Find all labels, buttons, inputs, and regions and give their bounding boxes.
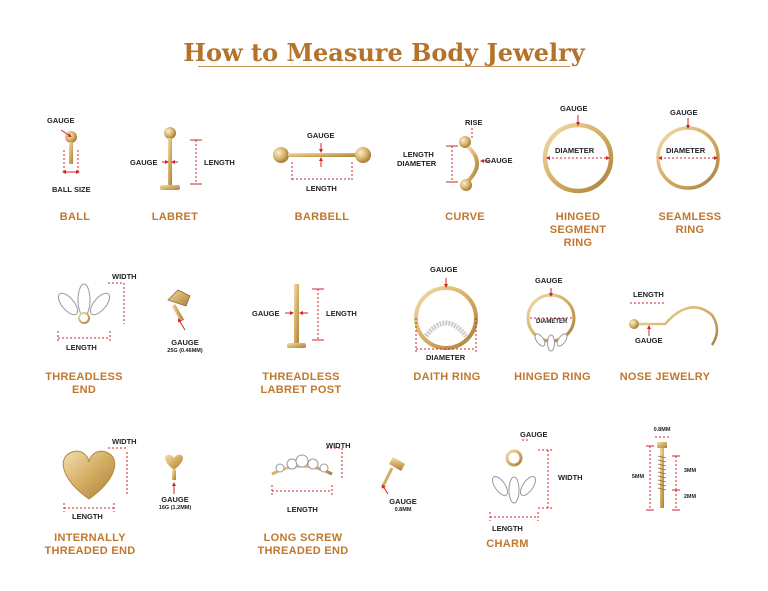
caption-internally-threaded-end: INTERNALLY THREADED END [44, 532, 136, 557]
hinged-segment-ring-diameter-label: DIAMETER [555, 146, 595, 155]
threadless-end-gauge-label: GAUGE [171, 338, 199, 347]
seamless-ring-gauge-label: GAUGE [670, 108, 698, 117]
caption-curve: CURVE [445, 211, 485, 223]
hinged-ring-gauge-label: GAUGE [535, 276, 563, 285]
long-screw-threaded-end-gauge-label: GAUGE [389, 497, 417, 506]
daith-ring-illustration [414, 278, 478, 352]
title-underline [198, 66, 570, 67]
caption-charm: CHARM [486, 538, 529, 550]
curve-length-label: LENGTH [403, 150, 434, 159]
hinged-segment-ring-illustration [542, 115, 614, 194]
internally-threaded-end-illustration [62, 447, 183, 512]
threadless-end-length-label: LENGTH [66, 343, 97, 352]
hinged-segment-ring-gauge-label: GAUGE [560, 104, 588, 113]
threadless-end-illustration [57, 282, 191, 343]
caption-hinged-ring: HINGED RING [514, 371, 591, 383]
page-title: How to Measure Body Jewelry [183, 38, 585, 67]
charm-width-label: WIDTH [558, 473, 583, 482]
seamless-ring-diameter-label: DIAMETER [666, 146, 706, 155]
long-screw-threaded-end-width-label: WIDTH [326, 441, 351, 450]
barbell-illustration [273, 143, 371, 182]
caption-ball: BALL [59, 211, 91, 223]
threadless-labret-post-illustration [285, 284, 324, 348]
caption-labret: LABRET [151, 211, 199, 223]
labret-illustration [160, 127, 202, 190]
caption-hinged-segment-ring: HINGED SEGMENT RING [549, 211, 607, 249]
seamless-ring-illustration [656, 118, 720, 190]
screw-post-lower-label: 2MM [683, 494, 697, 500]
curve-gauge-label: GAUGE [485, 156, 513, 165]
internally-threaded-end-gauge-label: GAUGE [161, 495, 189, 504]
caption-seamless-ring: SEAMLESS RING [658, 211, 722, 236]
screw-post-illustration [646, 436, 680, 511]
threadless-labret-post-length-label: LENGTH [326, 309, 357, 318]
charm-gauge-label: GAUGE [520, 430, 548, 439]
labret-length-label: LENGTH [204, 158, 235, 167]
internally-threaded-end-length-label: LENGTH [72, 512, 103, 521]
curve-illustration [446, 128, 490, 191]
threadless-labret-post-gauge-label: GAUGE [252, 309, 280, 318]
curve-diameter-label: DIAMETER [397, 159, 437, 168]
ball-gauge-label: GAUGE [47, 116, 75, 125]
caption-nose-jewelry: NOSE JEWELRY [619, 371, 711, 383]
charm-illustration [489, 439, 554, 521]
daith-ring-diameter-label: DIAMETER [426, 353, 466, 362]
caption-threadless-end: THREADLESS END [45, 371, 123, 396]
nose-jewelry-length-label: LENGTH [633, 290, 664, 299]
ball-illustration [60, 129, 80, 174]
nose-jewelry-gauge-label: GAUGE [635, 336, 663, 345]
daith-ring-gauge-label: GAUGE [430, 265, 458, 274]
caption-barbell: BARBELL [294, 211, 350, 223]
screw-post-top-label: 0.8MM [653, 427, 671, 433]
barbell-gauge-label: GAUGE [307, 131, 335, 140]
internally-threaded-end-width-label: WIDTH [112, 437, 137, 446]
caption-threadless-labret-post: THREADLESS LABRET POST [260, 371, 342, 396]
long-screw-threaded-end-illustration [271, 447, 406, 495]
hinged-ring-illustration [526, 288, 576, 352]
long-screw-threaded-end-length-label: LENGTH [287, 505, 318, 514]
nose-jewelry-illustration [629, 302, 719, 346]
screw-post-upper-label: 3MM [683, 468, 697, 474]
threadless-end-width-label: WIDTH [112, 272, 137, 281]
internally-threaded-end-gauge-size: 16G (1.2MM) [158, 505, 192, 511]
long-screw-threaded-end-gauge-size: 0.8MM [394, 507, 412, 513]
threadless-end-gauge-size: 25G (0.46MM) [167, 348, 203, 354]
ball-size-label: BALL SIZE [52, 185, 91, 194]
curve-rise-label: RISE [465, 118, 483, 127]
charm-length-label: LENGTH [492, 524, 523, 533]
hinged-ring-diameter-label: DIAMETER [536, 319, 568, 325]
caption-long-screw-threaded-end: LONG SCREW THREADED END [257, 532, 349, 557]
caption-daith-ring: DAITH RING [413, 371, 481, 383]
screw-post-total-label: 5MM [631, 474, 645, 480]
barbell-length-label: LENGTH [306, 184, 337, 193]
labret-gauge-label: GAUGE [130, 158, 158, 167]
